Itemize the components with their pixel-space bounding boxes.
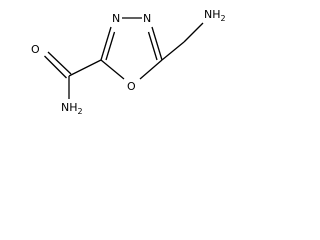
atom-amine-nh-text: NH (204, 8, 221, 21)
bond-c5-o1 (139, 59, 163, 80)
bond-ch2-nh2 (183, 22, 204, 43)
bond-c2-n3-inner (105, 31, 116, 61)
bond-n4-c5 (151, 26, 163, 61)
atom-amide-subscript: 2 (78, 107, 83, 116)
bond-o1-c2 (100, 59, 125, 80)
atom-amide-nh-text: NH (61, 101, 78, 114)
atom-amine-nh2-label: NH2 (204, 8, 226, 23)
bond-c2-camide (68, 59, 102, 77)
chemical-structure: N N O O NH2 NH2 (31, 8, 226, 116)
atom-amine-subscript: 2 (221, 14, 226, 23)
bond-c-o-double-b (44, 55, 67, 79)
bond-c5-ch2 (161, 41, 185, 61)
bond-n4-c5-inner (147, 31, 158, 61)
bond-c2-n3 (100, 26, 112, 61)
atom-n4-label: N (143, 12, 151, 25)
atom-carbonyl-o-label: O (31, 43, 40, 56)
bond-c-o-double-a (47, 51, 72, 75)
atom-o1-label: O (127, 80, 136, 93)
atom-amide-nh2-label: NH2 (61, 101, 83, 116)
atom-n3-label: N (112, 12, 120, 25)
